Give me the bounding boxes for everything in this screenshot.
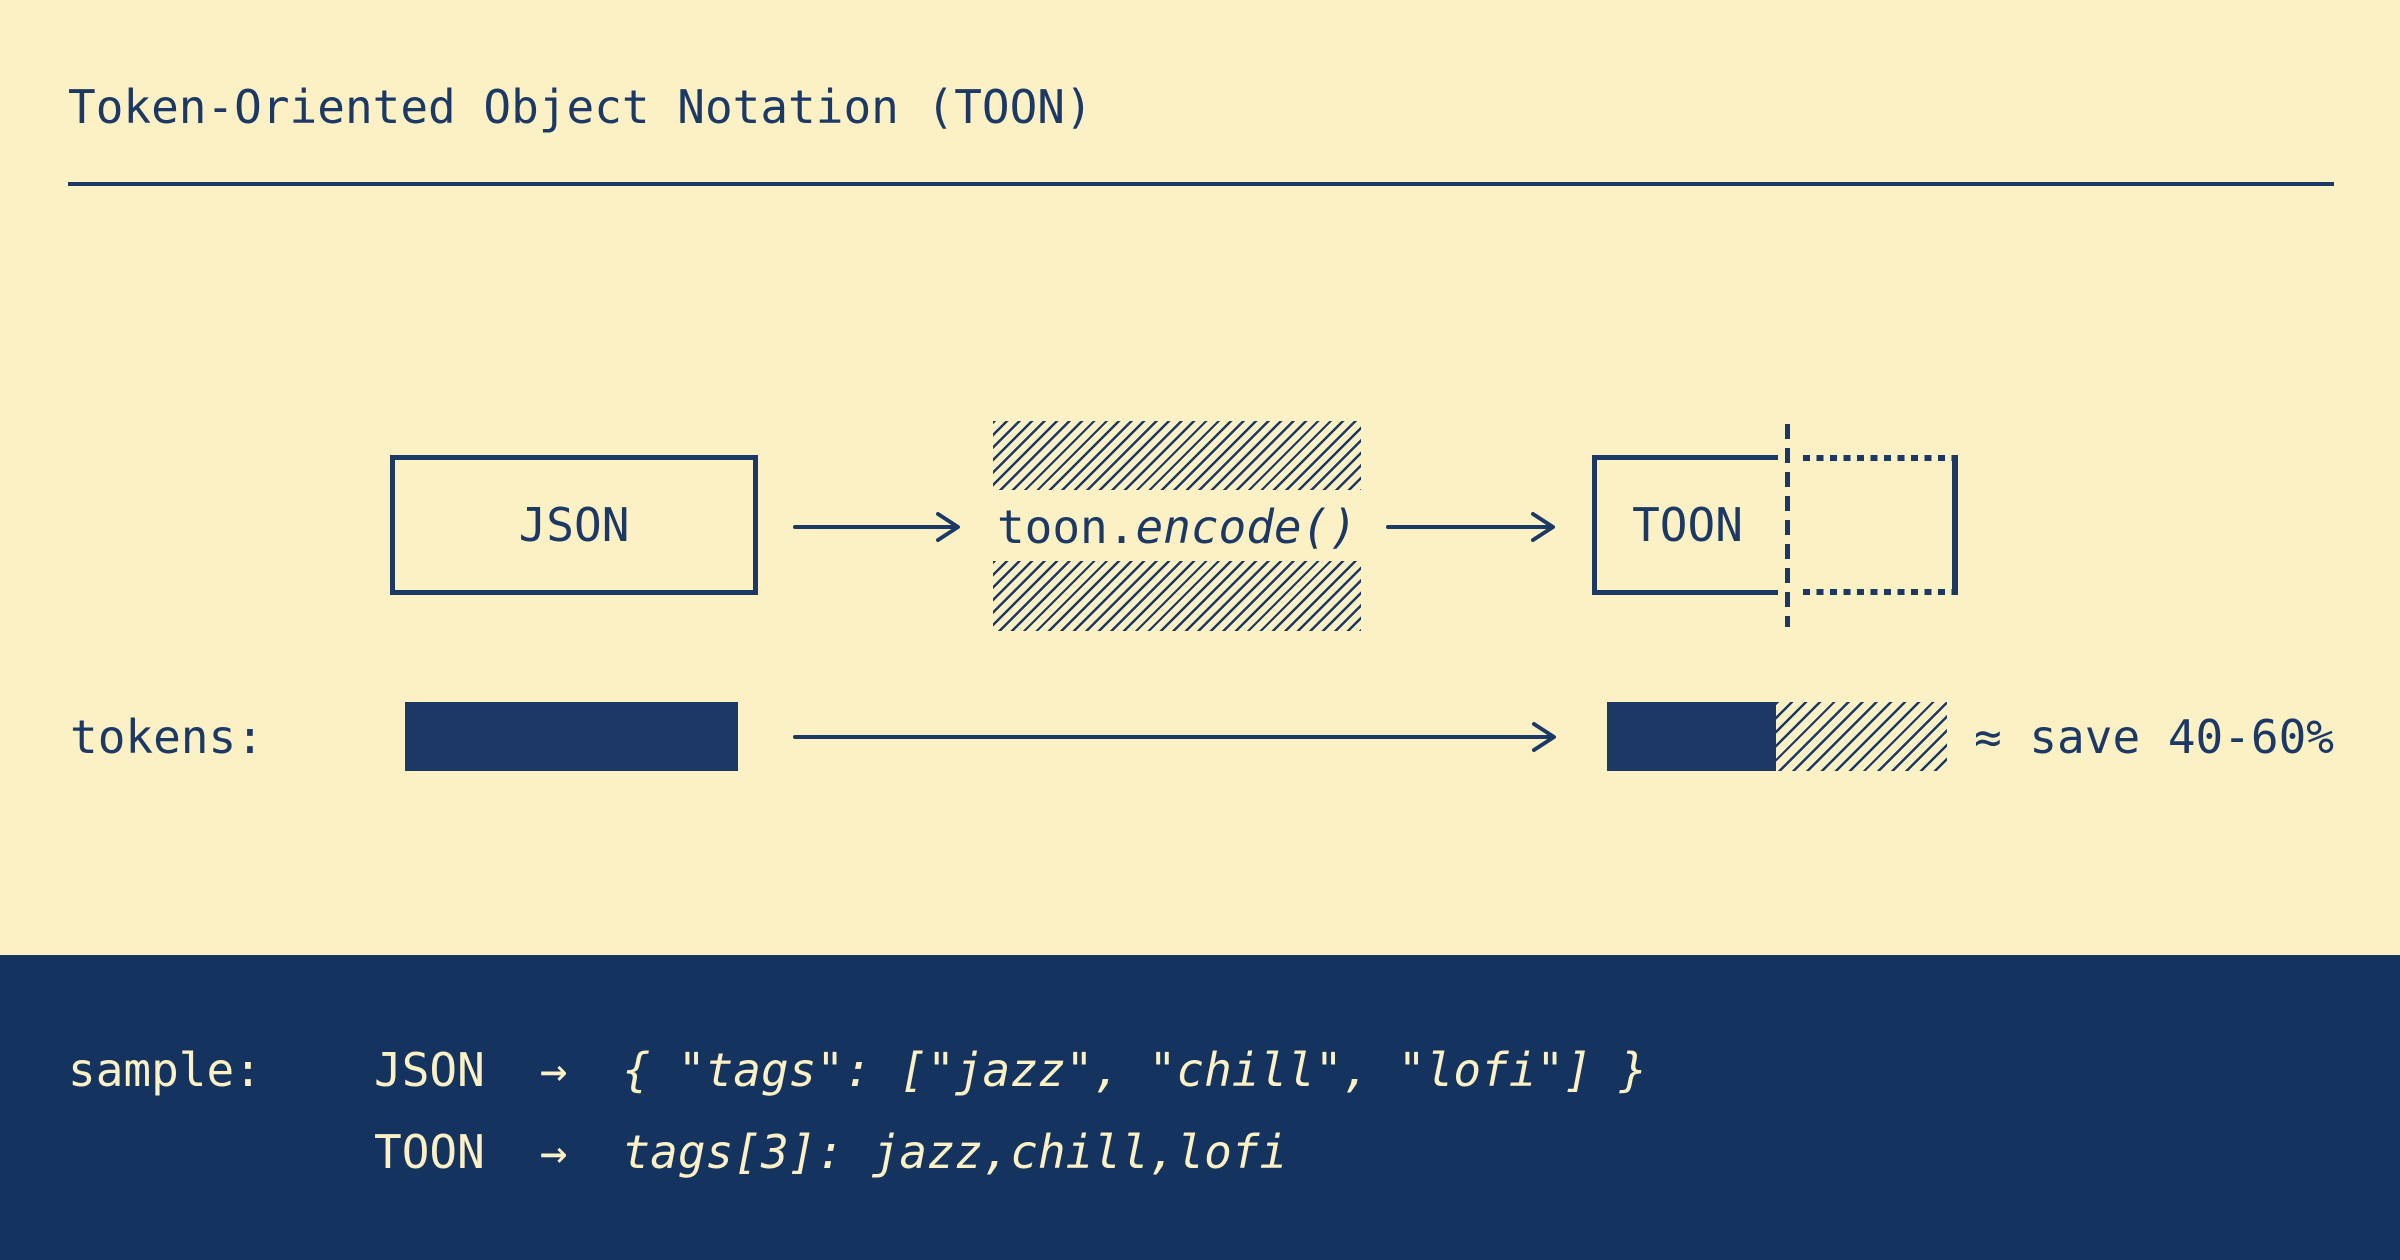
- encoder-method: encode(): [1135, 500, 1358, 554]
- encoder-hatch-top: [993, 421, 1361, 490]
- sample-code-json: { "tags": ["jazz", "chill", "lofi"] }: [622, 1043, 1648, 1097]
- arrow-right-icon: →: [539, 1125, 568, 1179]
- toon-output-label: TOON: [1632, 498, 1743, 552]
- encoder-hatch-bottom: [993, 561, 1361, 631]
- sample-line-json: JSON→{ "tags": ["jazz", "chill", "lofi"]…: [374, 1047, 1647, 1093]
- savings-note: ≈ save 40-60%: [1973, 710, 2334, 764]
- toon-cutoff-dashed-line: [1785, 424, 1790, 627]
- saved-space-ghost-box: [1803, 455, 1958, 595]
- sample-format-label: TOON: [374, 1125, 485, 1179]
- toon-token-bar-saved-hatch: [1776, 702, 1947, 771]
- encoder-call: toon.encode(): [993, 497, 1361, 557]
- arrow-right-icon: [793, 722, 1556, 752]
- page-title: Token-Oriented Object Notation (TOON): [68, 80, 1093, 134]
- arrow-right-icon: [1386, 512, 1555, 542]
- sample-format-label: JSON: [374, 1043, 485, 1097]
- sample-panel: [0, 955, 2400, 1260]
- sample-label: sample:: [68, 1043, 262, 1097]
- json-input-label: JSON: [518, 498, 630, 552]
- arrow-right-icon: →: [539, 1043, 568, 1097]
- sample-code-toon: tags[3]: jazz,chill,lofi: [622, 1125, 1288, 1179]
- title-divider: [68, 182, 2334, 186]
- json-token-bar: [405, 702, 738, 771]
- toon-token-bar-solid: [1607, 702, 1776, 771]
- ghost-box-dotted-top: [1803, 455, 1952, 461]
- sample-line-toon: TOON→tags[3]: jazz,chill,lofi: [374, 1129, 1287, 1175]
- arrow-right-icon: [793, 512, 960, 542]
- json-input-box: JSON: [390, 455, 758, 595]
- encoder-prefix: toon.: [996, 500, 1136, 554]
- tokens-row-label: tokens:: [70, 710, 264, 764]
- ghost-box-dotted-bottom: [1803, 589, 1952, 595]
- toon-output-box: TOON: [1592, 455, 1778, 595]
